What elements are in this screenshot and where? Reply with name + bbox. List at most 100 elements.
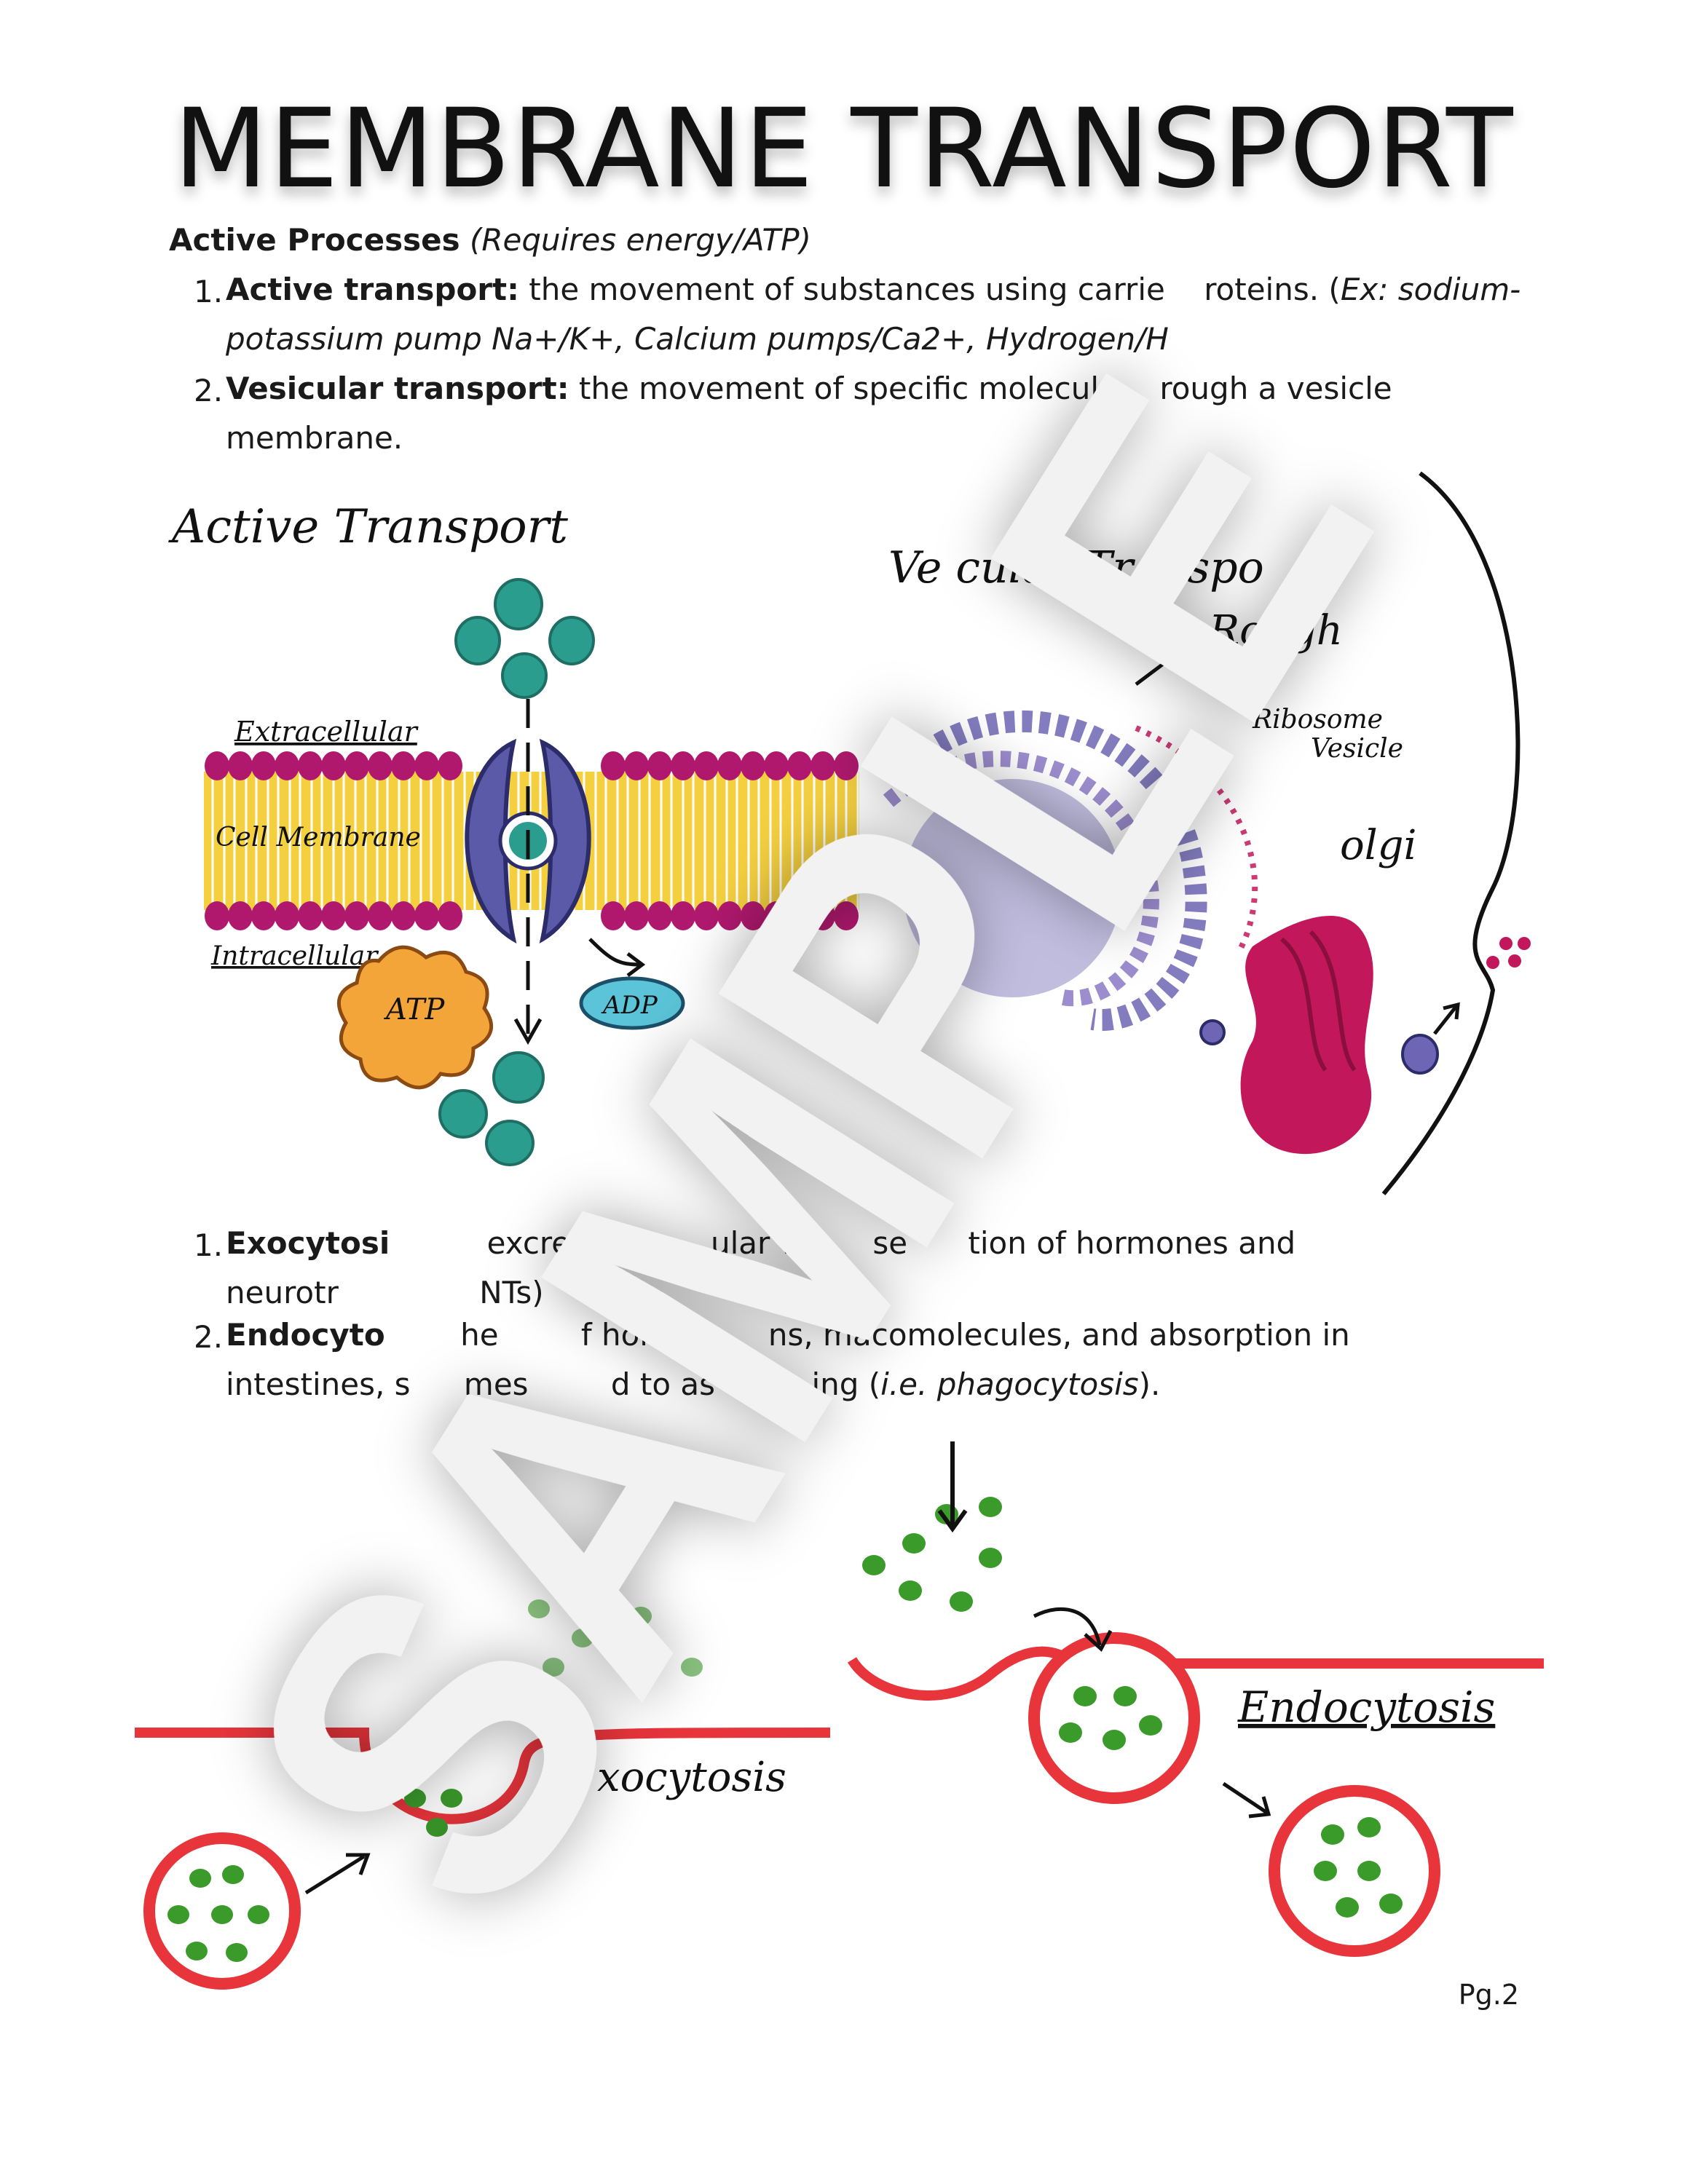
cell-boundary: [1381, 471, 1521, 1195]
phospholipid-head: [741, 751, 765, 780]
page-number: Pg.2: [1458, 1979, 1519, 2011]
phospholipid-head: [251, 901, 276, 930]
phospholipid-head: [624, 901, 649, 930]
endocytosis-text-2-end: ing (: [811, 1366, 881, 1402]
list-item-active-transport: Active transport: the movement of substa…: [226, 265, 1537, 364]
endocytosis-example: i.e. phagocytosis: [880, 1366, 1139, 1402]
phospholipid-head: [438, 751, 462, 780]
endocytosis-text-end: omolecules, and absorption in: [888, 1317, 1350, 1353]
phospholipid-head: [647, 751, 672, 780]
term-endocytosis: Endocyto: [226, 1317, 385, 1353]
phospholipid-head: [671, 751, 695, 780]
phospholipid-head: [694, 901, 719, 930]
golgi-apparatus: [1240, 916, 1373, 1155]
phospholipid-head: [298, 901, 323, 930]
list-item-exocytosis: Exocytosi excretion o ular w se tion of …: [226, 1219, 1537, 1318]
list-number: 2.: [194, 1319, 224, 1355]
phospholipid-head: [414, 901, 439, 930]
term-vesicular-transport: Vesicular transport:: [226, 371, 569, 406]
phospholipid-head: [717, 901, 742, 930]
exocytosis-text-2-end: NTs): [479, 1275, 544, 1310]
phospholipid-head: [601, 901, 626, 930]
endocytosis-text-mid: f hormo: [580, 1317, 701, 1353]
active-transport-label: Active Transport: [168, 500, 568, 554]
phospholipid-head: [205, 901, 229, 930]
phospholipid-head: [298, 751, 323, 780]
teal-molecules-bottom: [438, 1051, 545, 1166]
vesicle-label: Vesicle: [1311, 734, 1403, 764]
phospholipid-head: [228, 751, 253, 780]
endocytosis-text-2-mid: mes: [463, 1366, 529, 1402]
phospholipid-head: [787, 901, 812, 930]
phospholipid-head: [717, 751, 742, 780]
phospholipid-head: [834, 901, 859, 930]
golgi-label: olgi: [1340, 822, 1416, 869]
phospholipid-head: [438, 901, 462, 930]
atp-molecule: ATP: [337, 945, 493, 1090]
exocytosis-label: xocytosis: [597, 1754, 786, 1801]
active-heading: Active Processes: [169, 222, 460, 258]
phospholipid-head: [741, 901, 765, 930]
active-transport-example-2: potassium pump Na+/K+, Calcium pumps/Ca2…: [226, 321, 1169, 357]
phospholipid-head: [671, 901, 695, 930]
cell-membrane-label: Cell Membrane: [216, 823, 421, 852]
atp-label: ATP: [383, 993, 445, 1026]
endocytosis-text-close: ).: [1138, 1366, 1161, 1402]
phospholipid-head: [205, 751, 229, 780]
extracellular-label: Extracellular: [234, 716, 419, 748]
adp-molecule: ADP: [579, 976, 685, 1030]
exocytosis-text-end: tion of hormones and: [968, 1225, 1296, 1261]
exocytosis-text-2: neurotr: [226, 1275, 339, 1310]
phospholipid-head: [391, 751, 416, 780]
endoplasmic-reticulum: [883, 710, 1258, 1031]
term-active-transport: Active transport:: [226, 272, 519, 307]
phospholipid-head: [601, 751, 626, 780]
rough-er-label: Rough: [1208, 607, 1343, 654]
section-heading: Active Processes (Requires energy/ATP): [169, 215, 811, 265]
list-number: 2.: [194, 373, 224, 408]
vesicular-transport-text-2: membrane.: [226, 420, 403, 456]
list-number: 1.: [194, 1227, 224, 1263]
secreted-vesicles: [1486, 937, 1531, 969]
list-item-vesicular-transport: Vesicular transport: the movement of spe…: [226, 364, 1537, 463]
phospholipid-head: [344, 751, 369, 780]
phospholipid-head: [764, 751, 789, 780]
vesicular-transport-label: Ve cular Transpo: [888, 542, 1264, 593]
exocytosis-text-mid2: se: [872, 1225, 908, 1261]
phospholipid-head: [228, 901, 253, 930]
endocytosis-label: Endocytosis: [1237, 1682, 1495, 1732]
adp-label: ADP: [601, 991, 658, 1020]
phospholipid-head: [321, 751, 346, 780]
endocytosis-text-mid2: ns, mac: [768, 1317, 888, 1353]
phospholipid-head: [834, 751, 859, 780]
exocytosis-text-mid: ular w: [710, 1225, 805, 1261]
term-exocytosis: Exocytosi: [226, 1225, 390, 1261]
phospholipid-head: [321, 901, 346, 930]
phospholipid-head: [344, 901, 369, 930]
phospholipid-head: [414, 751, 439, 780]
phospholipid-head: [368, 901, 393, 930]
teal-molecules-top: [454, 578, 595, 699]
exocytosis-text: excretion o: [486, 1225, 658, 1261]
cell-membrane: [204, 751, 859, 930]
phospholipid-head: [624, 751, 649, 780]
phospholipid-head: [647, 901, 672, 930]
vesicular-transport-text-end: rough a vesicle: [1159, 371, 1392, 406]
phospholipid-head: [787, 751, 812, 780]
endocytosis-diagram: Endocytosis: [848, 1441, 1544, 1957]
phospholipid-head: [275, 901, 299, 930]
phospholipid-head: [391, 901, 416, 930]
active-transport-example: Ex: sodium-: [1340, 272, 1521, 307]
phospholipid-head: [764, 901, 789, 930]
active-heading-note: (Requires energy/ATP): [469, 222, 811, 258]
phospholipid-head: [368, 751, 393, 780]
endocytosis-text-2: intestines, s: [226, 1366, 411, 1402]
list-item-endocytosis: Endocyto he f hormo ns, macomolecules, a…: [226, 1310, 1537, 1409]
phospholipid-head: [275, 751, 299, 780]
endocytosis-text: he: [460, 1317, 499, 1353]
ribosome-label: Ribosome: [1252, 705, 1383, 735]
exocytosis-diagram: xocytosis: [135, 1570, 831, 1990]
phospholipid-head: [694, 751, 719, 780]
phospholipid-head: [251, 751, 276, 780]
